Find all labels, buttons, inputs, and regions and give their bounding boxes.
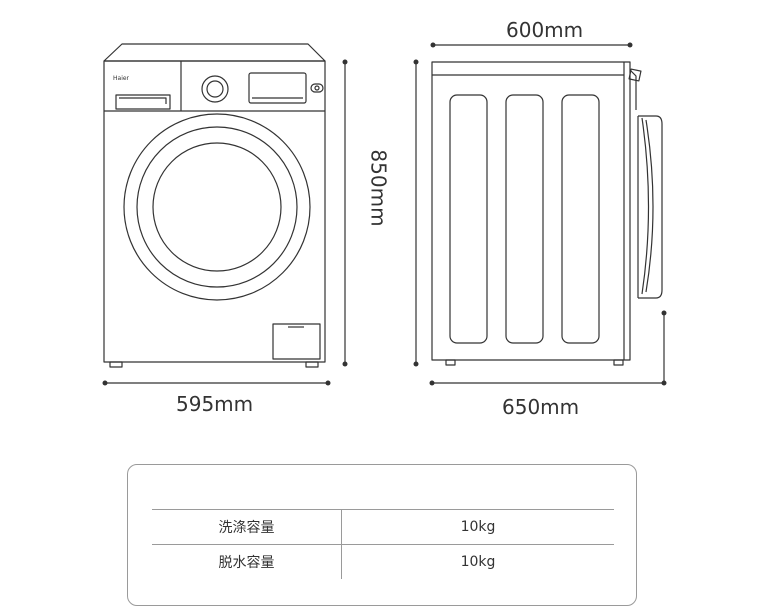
dimension-line-850: [342, 59, 348, 367]
side-door-bulge: [637, 115, 663, 299]
side-panel-slot-2: [505, 94, 544, 344]
side-panel-slot-3: [561, 94, 600, 344]
brand-logo: Haier: [113, 75, 130, 82]
front-foot-right: [305, 361, 319, 368]
width-label: 595mm: [176, 392, 254, 416]
front-body: [103, 60, 326, 363]
depth-top-label: 600mm: [506, 18, 584, 42]
door: [123, 113, 311, 301]
back-plug: [628, 68, 642, 82]
side-view: [431, 61, 663, 366]
dimension-line-650: [429, 380, 667, 386]
side-panel-slot-1: [449, 94, 488, 344]
dimension-line-850-side: [413, 59, 419, 367]
height-label: 850mm: [366, 149, 391, 227]
front-top-panel: [103, 43, 326, 62]
power-button: [310, 83, 324, 93]
side-foot-left: [445, 359, 456, 366]
front-view: [103, 43, 326, 368]
spec-value: 10kg: [341, 509, 614, 545]
dimension-line-door: [661, 310, 667, 383]
spec-value: 10kg: [341, 544, 614, 579]
spec-label: 洗涤容量: [152, 509, 342, 545]
dimension-line-600: [430, 42, 633, 48]
side-body: [431, 61, 631, 361]
table-row: 洗涤容量 10kg: [152, 509, 614, 545]
depth-total-label: 650mm: [502, 395, 580, 419]
spec-table: 洗涤容量 10kg 脱水容量 10kg: [152, 509, 614, 579]
filter-cover: [272, 323, 321, 360]
side-foot-right: [613, 359, 624, 366]
front-foot-left: [109, 361, 123, 368]
dimension-line-595: [102, 380, 331, 386]
washer-dimension-drawing: Haier: [102, 42, 667, 386]
program-knob: [201, 75, 229, 103]
detergent-drawer: [115, 94, 171, 110]
spec-label: 脱水容量: [152, 544, 342, 579]
table-row: 脱水容量 10kg: [152, 544, 614, 579]
display-screen: [248, 72, 307, 104]
